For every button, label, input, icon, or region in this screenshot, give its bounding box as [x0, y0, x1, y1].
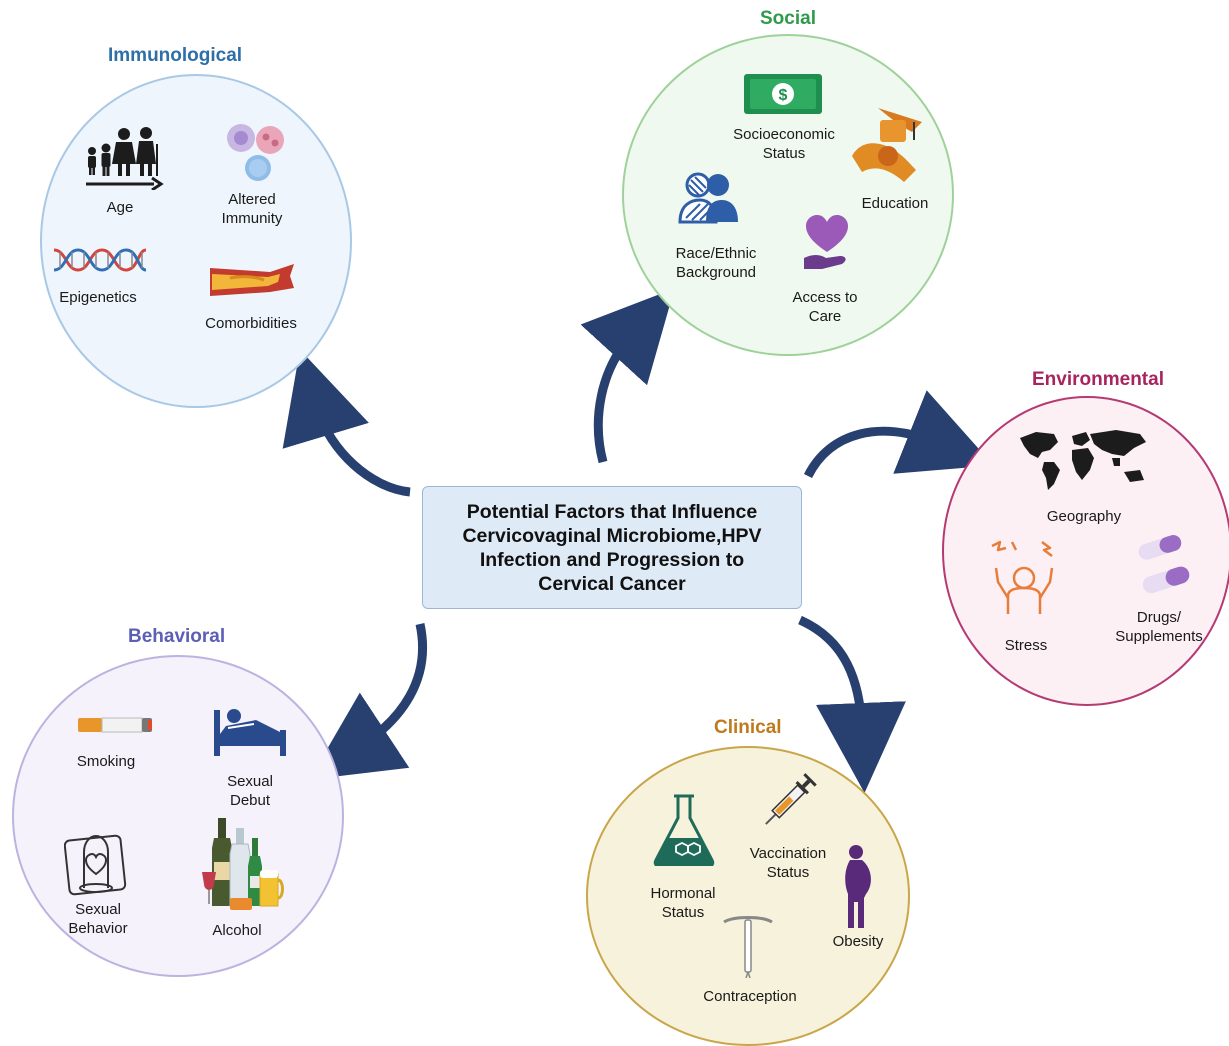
- hormonal-status-label: Hormonal Status: [650, 885, 716, 921]
- age-label: Age: [106, 199, 134, 216]
- behavioral-title: Behavioral: [128, 626, 226, 647]
- arrow-to-social: [580, 288, 675, 464]
- alcohol-label: Alcohol: [212, 922, 262, 939]
- obesity-label: Obesity: [832, 933, 884, 950]
- stress-icon: [991, 540, 1054, 614]
- immune-cells-icon: [227, 124, 284, 181]
- dna-icon: [53, 248, 147, 272]
- socioeconomic-status-label: Socioeconomic Status: [733, 126, 835, 162]
- money-icon: $: [744, 74, 822, 114]
- education-label: Education: [861, 195, 929, 212]
- sexual-behavior-label: Sexual Behavior: [68, 901, 128, 937]
- arrow-to-clinical: [798, 615, 906, 793]
- immunological-circle: [40, 74, 352, 408]
- bed-icon: [214, 709, 286, 756]
- central-topic-box: Potential Factors that Influence Cervico…: [422, 486, 802, 609]
- arrow-to-behavioral: [309, 623, 428, 780]
- environmental-title: Environmental: [1032, 369, 1164, 390]
- drugs-supplements-label: Drugs/ Supplements: [1115, 609, 1203, 645]
- environmental-circle: [942, 396, 1229, 706]
- graduation-icon: [852, 108, 922, 182]
- smoking-label: Smoking: [76, 753, 136, 770]
- alcohol-icon: [202, 818, 284, 910]
- sexual-debut-label: Sexual Debut: [227, 773, 273, 809]
- immunological-title: Immunological: [108, 45, 243, 66]
- vaccination-status-label: Vaccination Status: [749, 845, 827, 881]
- care-heart-icon: [804, 215, 848, 269]
- flask-icon: [653, 794, 715, 866]
- age-family-icon: [86, 127, 164, 190]
- stress-label: Stress: [1004, 637, 1048, 654]
- epigenetics-label: Epigenetics: [59, 289, 137, 306]
- svg-text:$: $: [779, 87, 788, 104]
- race-ethnic-background-label: Race/Ethnic Background: [675, 245, 757, 281]
- arrow-to-immunological: [282, 349, 411, 497]
- syringe-icon: [765, 773, 817, 825]
- iud-icon: [723, 916, 773, 978]
- arrow-to-environmental: [803, 390, 994, 479]
- race-ethnic-icon: [678, 172, 738, 224]
- central-topic-title: Potential Factors that Influence Cervico…: [462, 500, 762, 595]
- clinical-title: Clinical: [714, 717, 782, 738]
- geography-label: Geography: [1046, 508, 1122, 525]
- contraception-label: Contraception: [703, 988, 797, 1005]
- pills-icon: [1138, 535, 1190, 594]
- world-map-icon: [1020, 430, 1146, 490]
- blood-vessel-icon: [210, 264, 294, 296]
- behavioral-circle: [12, 655, 344, 977]
- cigarette-icon: [78, 717, 152, 733]
- altered-immunity-label: Altered Immunity: [221, 191, 283, 227]
- condom-icon: [64, 834, 127, 896]
- comorbidities-label: Comorbidities: [205, 315, 297, 332]
- obesity-icon: [845, 845, 871, 928]
- social-title: Social: [760, 8, 816, 29]
- access-to-care-label: Access to Care: [792, 289, 858, 325]
